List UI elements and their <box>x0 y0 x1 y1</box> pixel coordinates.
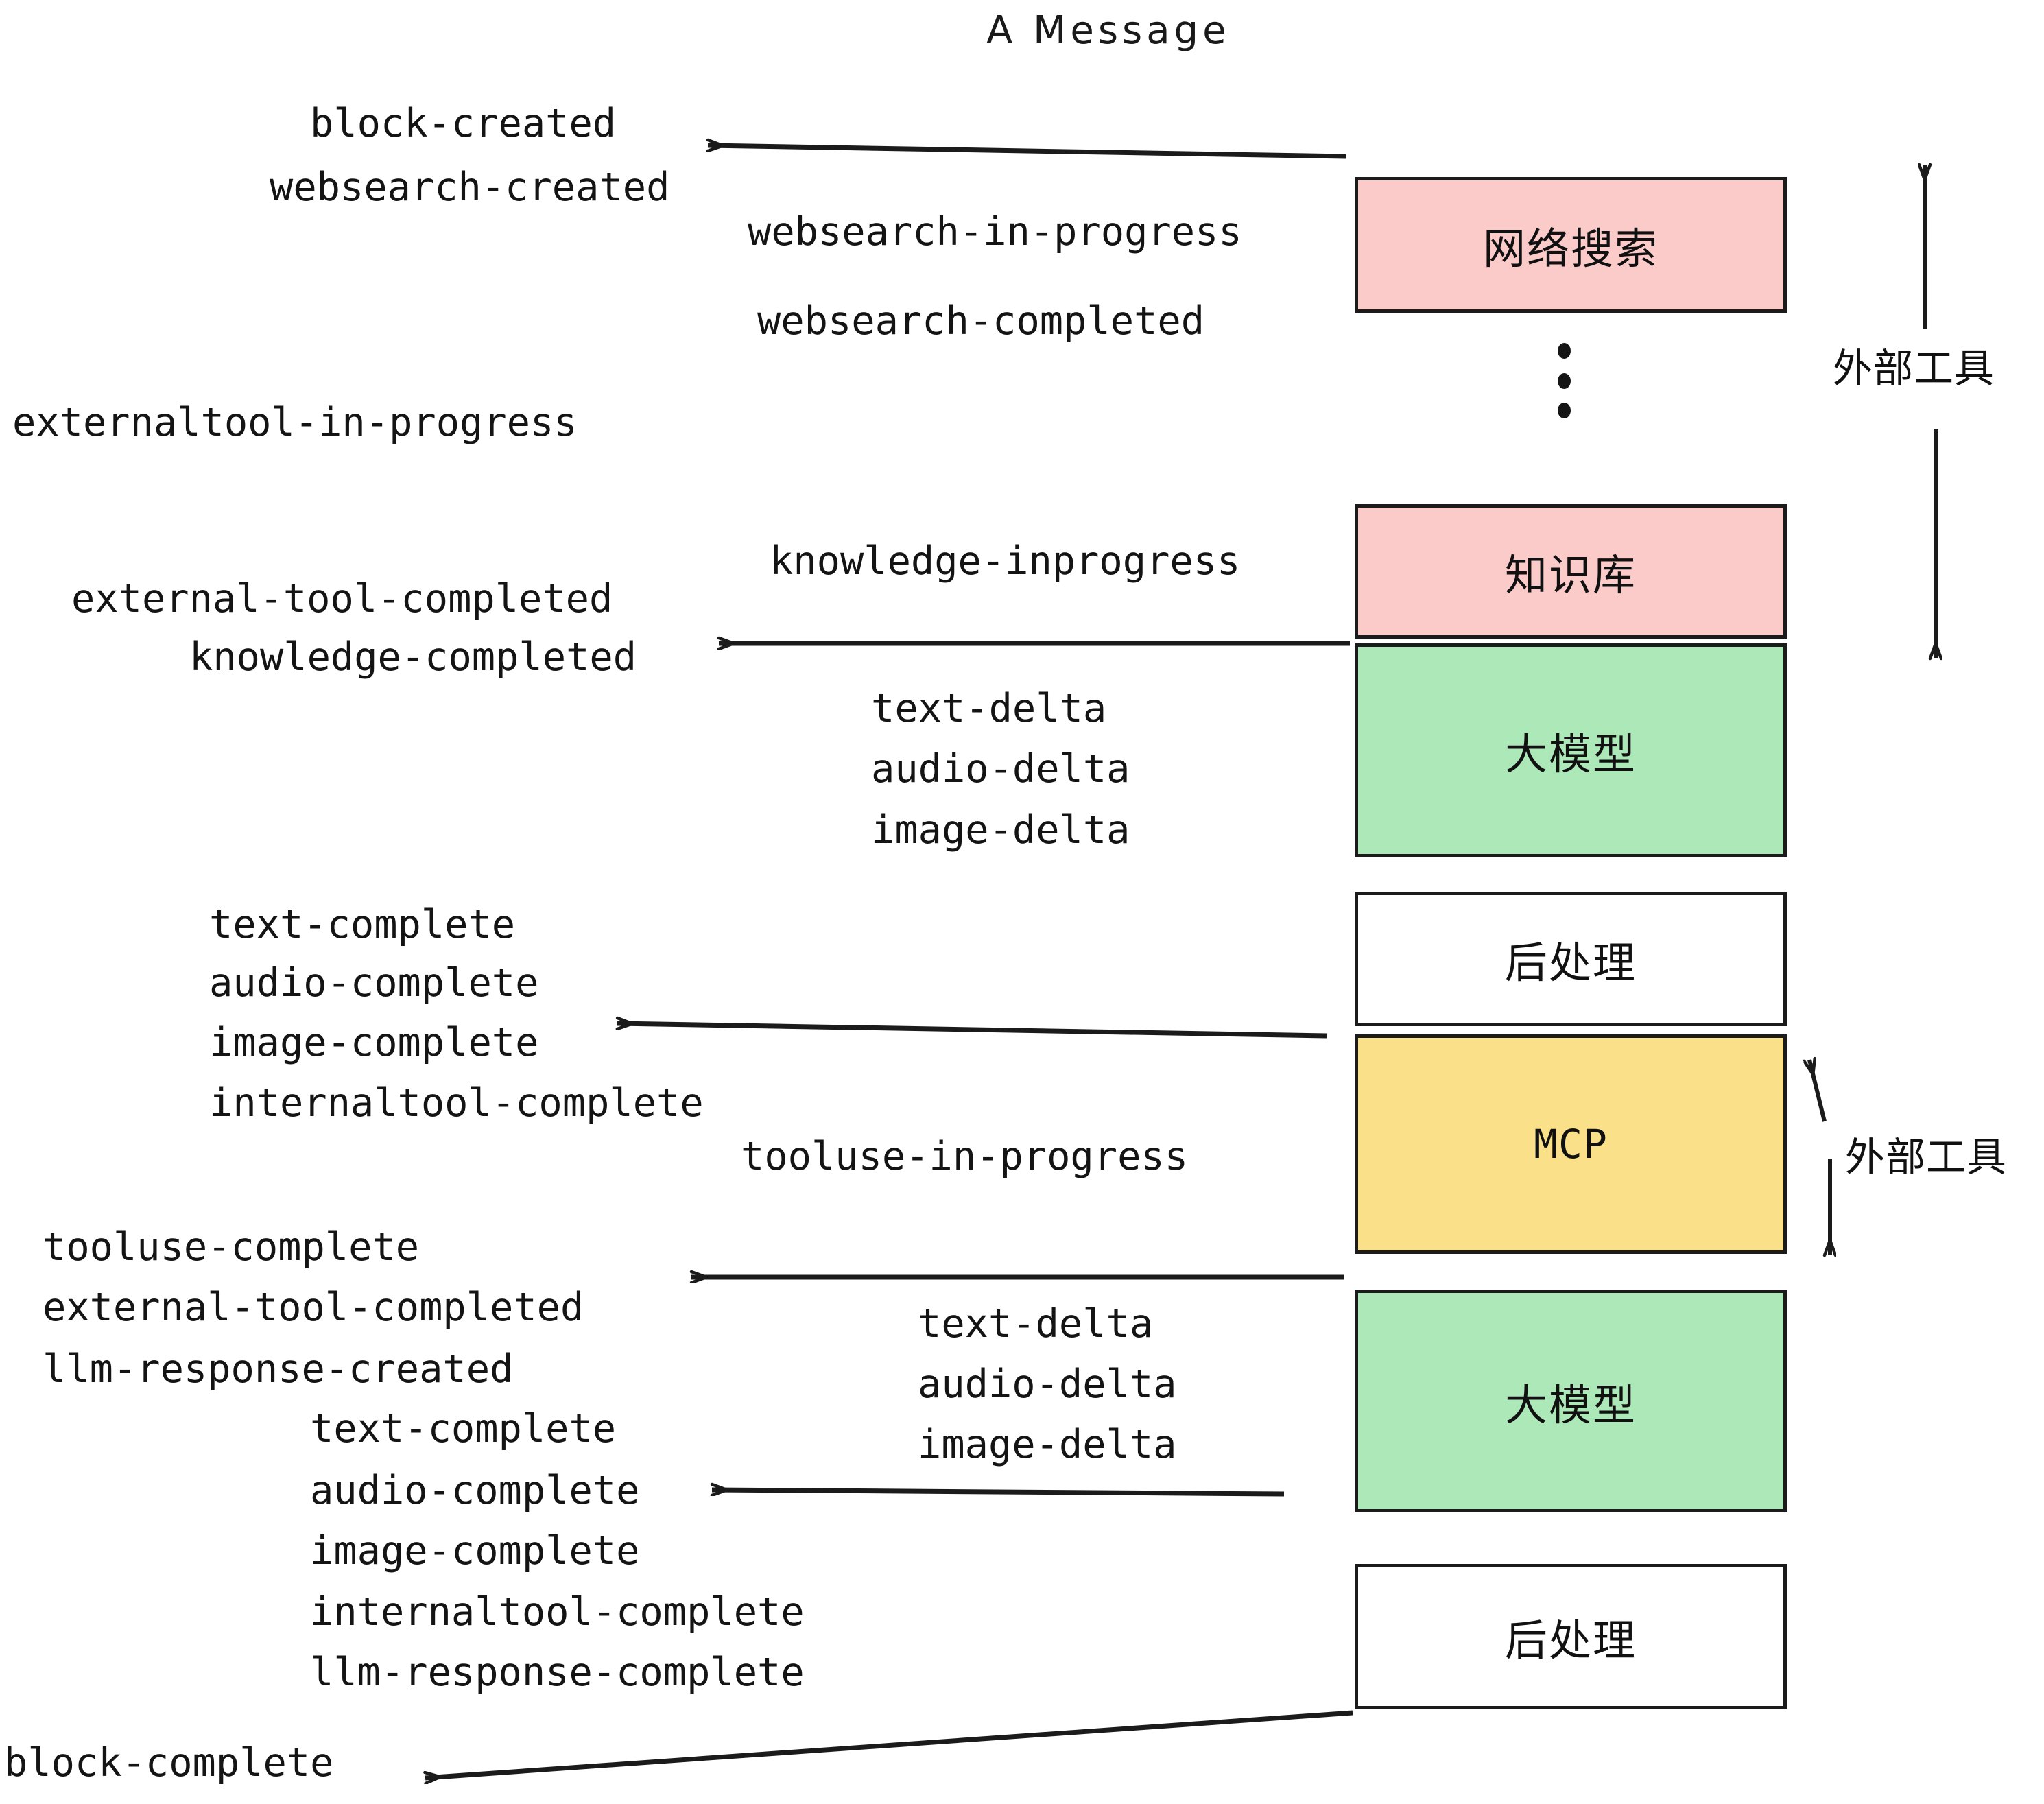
event-image-delta-first: image-delta <box>871 807 1130 853</box>
box-mcp[interactable]: MCP <box>1355 1034 1787 1254</box>
arrow-external-tools-bottom-up <box>1809 1060 1827 1122</box>
event-audio-complete-first: audio-complete <box>209 960 539 1006</box>
event-audio-delta-first: audio-delta <box>871 746 1130 792</box>
box-websearch[interactable]: 网络搜索 <box>1355 177 1787 313</box>
event-llm-response-created: llm-response-created <box>43 1346 514 1392</box>
event-text-delta-first: text-delta <box>871 686 1107 731</box>
arrow-postproc1-to-imagecomplete <box>617 1023 1328 1039</box>
box-llm-second[interactable]: 大模型 <box>1355 1290 1787 1512</box>
event-block-complete: block-complete <box>4 1740 334 1785</box>
box-mcp-label: MCP <box>1534 1121 1608 1167</box>
event-internaltool-complete-second: internaltool-complete <box>310 1589 805 1635</box>
event-externaltool-in-progress: externaltool-in-progress <box>12 400 578 445</box>
event-websearch-completed: websearch-completed <box>757 298 1205 344</box>
event-image-complete-second: image-complete <box>310 1528 640 1574</box>
event-internaltool-complete-first: internaltool-complete <box>209 1080 704 1126</box>
event-knowledge-inprogress: knowledge-inprogress <box>770 538 1241 584</box>
box-llm-first[interactable]: 大模型 <box>1355 643 1787 857</box>
event-external-tool-completed-second: external-tool-completed <box>43 1285 584 1330</box>
event-text-complete-first: text-complete <box>209 902 516 947</box>
event-text-complete-second: text-complete <box>310 1406 617 1451</box>
side-label-external-tools-top: 外部工具 <box>1833 345 1995 392</box>
box-postprocessing-second[interactable]: 后处理 <box>1355 1564 1787 1709</box>
event-knowledge-completed: knowledge-completed <box>189 634 637 680</box>
event-websearch-created: websearch-created <box>270 165 670 210</box>
event-websearch-in-progress: websearch-in-progress <box>748 209 1242 254</box>
event-block-created: block-created <box>310 101 617 146</box>
box-knowledge-base[interactable]: 知识库 <box>1355 504 1787 639</box>
box-websearch-label: 网络搜索 <box>1482 224 1659 274</box>
event-tooluse-in-progress: tooluse-in-progress <box>741 1134 1189 1179</box>
box-postprocessing-second-label: 后处理 <box>1504 1615 1637 1665</box>
box-llm-first-label: 大模型 <box>1504 729 1637 779</box>
event-tooluse-complete: tooluse-complete <box>43 1224 420 1270</box>
box-knowledge-base-label: 知识库 <box>1504 550 1637 600</box>
box-postprocessing-first-label: 后处理 <box>1504 938 1637 988</box>
page-title: A Message <box>986 8 1231 53</box>
event-image-complete-first: image-complete <box>209 1020 539 1065</box>
arrow-llm2-to-audiocomplete <box>712 1490 1285 1497</box>
event-llm-response-complete: llm-response-complete <box>310 1650 805 1695</box>
vertical-ellipsis-icon <box>1557 343 1571 418</box>
box-postprocessing-first[interactable]: 后处理 <box>1355 892 1787 1026</box>
event-audio-complete-second: audio-complete <box>310 1468 640 1513</box>
event-text-delta-second: text-delta <box>918 1301 1154 1346</box>
arrow-postproc2-to-blockcomplete <box>425 1710 1353 1778</box>
event-external-tool-completed-first: external-tool-completed <box>71 576 613 621</box>
side-label-external-tools-bottom: 外部工具 <box>1845 1134 2008 1180</box>
box-llm-second-label: 大模型 <box>1504 1379 1637 1430</box>
event-image-delta-second: image-delta <box>918 1422 1177 1467</box>
event-audio-delta-second: audio-delta <box>918 1362 1177 1407</box>
arrow-websearch-to-blockcreated <box>708 145 1346 159</box>
